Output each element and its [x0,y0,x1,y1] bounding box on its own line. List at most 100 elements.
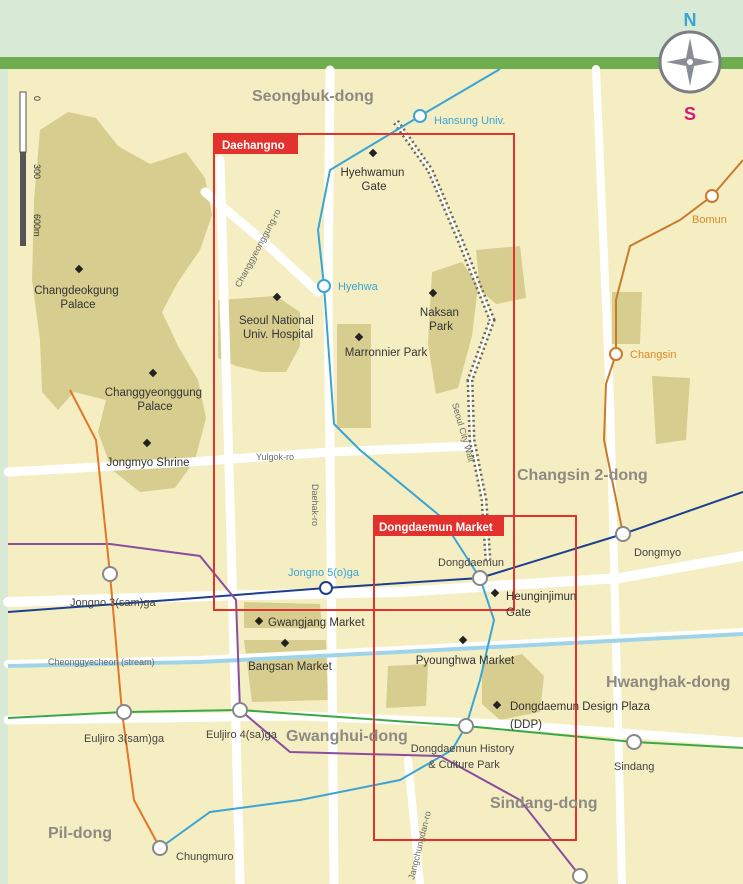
scale-zero-label: 0 [32,96,42,101]
station-sindang [626,734,642,750]
daehangno-box [213,133,515,611]
line-1 [7,491,743,613]
subway-lines [7,68,743,877]
ddp-line1: Dongdaemun Design Plaza [510,701,651,713]
hyehwa-label: Hyehwa [338,281,379,293]
sindang-label: Sindang-dong [490,795,598,812]
hyehwamun-line1: Hyehwamun [340,167,404,179]
station-bottom [572,868,588,884]
changdeokgung-line2: Palace [60,299,95,311]
daehangno-label: Daehangno [222,140,285,152]
station-euljiro4 [232,702,248,718]
marker-pyounghwa [458,635,468,645]
hansung-label: Hansung Univ. [434,115,505,127]
place-markers [74,148,502,710]
jongno-road [3,551,743,607]
hwanghak-label: Hwanghak-dong [606,674,730,691]
naksan-label: Naksan Park [420,307,462,333]
scale-mid-label: 300 [32,164,42,179]
marker-heunginjimun [490,588,500,598]
marker-bangsan [280,638,290,648]
bangsan-label: Bangsan Market [248,661,333,673]
marker-changdeokgung [74,264,84,274]
ddhcp-line2: & Culture Park [428,759,500,771]
line-2 [7,708,743,749]
scale-bar: 0 300 600m [19,91,42,246]
pyounghwa-label: Pyounghwa Market [416,655,515,667]
station-jongno5 [319,581,333,595]
east-park-3 [652,376,690,444]
station-hyehwa [317,279,331,293]
changgyeonggung-label: Changgyeonggung Palace [105,387,205,413]
stations [102,109,719,884]
marker-snuh [272,292,282,302]
ddp-line2: (DDP) [510,719,542,731]
line-3 [69,389,161,849]
scale-max-label: 600m [32,214,42,237]
changdeokgung-label: Changdeokgung Palace [34,285,122,311]
cheonggyecheon-label: Cheonggyecheon (stream) [48,657,155,667]
left-margin [0,69,8,884]
header-band [0,0,743,58]
compass: N S [658,10,722,124]
daehak-road [323,65,339,884]
east-road [592,65,626,884]
seongbuk-label: Seongbuk-dong [252,88,374,105]
ddhcp-line1: Dongdaemun History [411,743,515,755]
euljiro3-label: Euljiro 3(sam)ga [84,733,165,745]
header-stripe [0,57,743,69]
station-dongmyo [615,526,631,542]
palace-grounds-park [32,112,212,492]
changgyeonggung-line2: Palace [137,401,172,413]
snuh-line1: Seoul National [239,315,314,327]
gwangjang-block [244,602,322,628]
station-euljiro3 [116,704,132,720]
station-jongno3 [102,566,118,582]
daehangno-tab [214,134,298,154]
seoul-city-wall-core [395,121,494,561]
west-road [215,155,245,884]
naksan-line2: Park [429,321,453,333]
jangchungdan-road [404,756,424,884]
dongmyo-label: Dongmyo [634,547,681,559]
sindang-station-label: Sindang [614,761,654,773]
compass-south: S [684,104,696,124]
jongno3-label: Jongno 3(sam)ga [70,597,156,609]
euljiro4-label: Euljiro 4(sa)ga [206,729,278,741]
pil-label: Pil-dong [48,825,112,842]
station-bomun [705,189,719,203]
marker-jongmyo [142,438,152,448]
scale-bar-bottom [20,152,26,246]
marker-hyehwamun [368,148,378,158]
changsin-label: Changsin [630,349,676,361]
dongdaemun-market-tab [374,516,504,536]
snuh-line2: Univ. Hospital [243,329,313,341]
marronnier-park-block [337,324,371,428]
marker-marronnier [354,332,364,342]
marker-gwangjang [254,616,264,626]
dhcp-block [386,664,428,708]
ddhcp-label: Dongdaemun History & Culture Park [411,743,517,771]
cheonggyecheon-stream [7,632,743,668]
snuh-label: Seoul National Univ. Hospital [239,315,317,341]
gwanghui-label: Gwanghui-dong [286,728,408,745]
hyehwamun-label: Hyehwamun Gate [340,167,407,193]
naksan-park [428,262,478,394]
naksan-line1: Naksan [420,307,459,319]
changdeokgung-line1: Changdeokgung [34,285,118,297]
marker-ddp [492,700,502,710]
chungmuro-label: Chungmuro [176,851,233,863]
gwangjang-label: Gwangjang Market [268,617,365,629]
marker-naksan [428,288,438,298]
compass-north: N [684,10,697,30]
dongdaemun-market-label: Dongdaemun Market [379,522,493,534]
compass-center [687,59,693,65]
yulgok-ro-label: Yulgok-ro [256,452,294,462]
line-6 [602,159,743,535]
ddp-label: Dongdaemun Design Plaza (DDP) [510,701,653,731]
changgyeonggung-line1: Changgyeonggung [105,387,202,399]
changsin2-label: Changsin 2-dong [517,467,648,484]
hyehwamun-line2: Gate [362,181,387,193]
snuh-park [218,296,300,372]
station-ddhcp [458,718,474,734]
